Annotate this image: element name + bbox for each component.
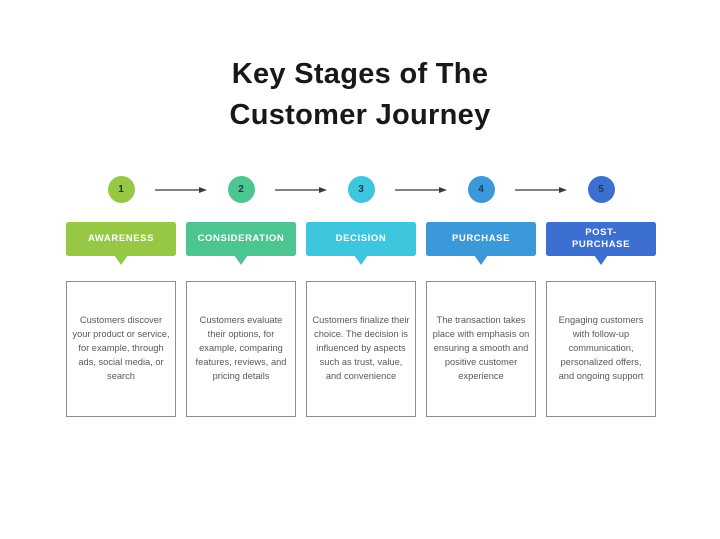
page-title-line2: Customer Journey (229, 99, 491, 131)
stage-banner: POST- PURCHASE (546, 222, 656, 265)
stage-description: Customers discover your product or servi… (72, 315, 170, 381)
stage-column-purchase: 4 PURCHASE The transaction takes place w… (426, 176, 536, 417)
arrow-right-icon (515, 187, 567, 193)
arrow-right-icon (275, 187, 327, 193)
stage-number-badge: 3 (347, 176, 375, 203)
stage-label: DECISION (335, 232, 387, 244)
stage-description: Engaging customers with follow-up commun… (558, 315, 644, 381)
stage-label: POST- PURCHASE (571, 226, 631, 250)
stage-description-box: Customers discover your product or servi… (66, 281, 176, 417)
page-title-line1: Key Stages of The (231, 58, 489, 90)
stage-column-decision: 3 DECISION Customers finalize their choi… (306, 176, 416, 417)
stage-description-box: Engaging customers with follow-up commun… (546, 281, 656, 417)
stage-label: PURCHASE (451, 232, 511, 244)
stage-banner: DECISION (306, 222, 416, 265)
stage-number-badge: 1 (107, 176, 135, 203)
stage-column-awareness: 1 AWARENESS Customers discover your prod… (66, 176, 176, 417)
stage-banner: AWARENESS (66, 222, 176, 265)
stage-label: CONSIDERATION (197, 232, 285, 244)
page-title: Key Stages of The Customer Journey (0, 54, 720, 136)
stage-number-badge: 2 (227, 176, 255, 203)
banner-pointer-tail (354, 255, 368, 265)
stage-number-badge: 4 (467, 176, 495, 203)
arrow-right-icon (155, 187, 207, 193)
stage-number-badge: 5 (587, 176, 615, 203)
stage-description-box: Customers finalize their choice. The dec… (306, 281, 416, 417)
stage-column-post-purchase: 5 POST- PURCHASE Engaging customers with… (546, 176, 656, 417)
stage-banner: PURCHASE (426, 222, 536, 265)
stage-description-box: Customers evaluate their options, for ex… (186, 281, 296, 417)
stage-description-box: The transaction takes place with emphasi… (426, 281, 536, 417)
stage-description: The transaction takes place with emphasi… (432, 315, 530, 381)
banner-pointer-tail (234, 255, 248, 265)
stage-label: AWARENESS (87, 232, 155, 244)
banner-pointer-tail (474, 255, 488, 265)
banner-pointer-tail (594, 255, 608, 265)
stage-banner: CONSIDERATION (186, 222, 296, 265)
stage-description: Customers finalize their choice. The dec… (312, 315, 410, 381)
arrow-right-icon (395, 187, 447, 193)
stage-column-consideration: 2 CONSIDERATION Customers evaluate their… (186, 176, 296, 417)
stage-description: Customers evaluate their options, for ex… (195, 315, 287, 381)
banner-pointer-tail (114, 255, 128, 265)
stages-row: 1 AWARENESS Customers discover your prod… (66, 176, 656, 417)
